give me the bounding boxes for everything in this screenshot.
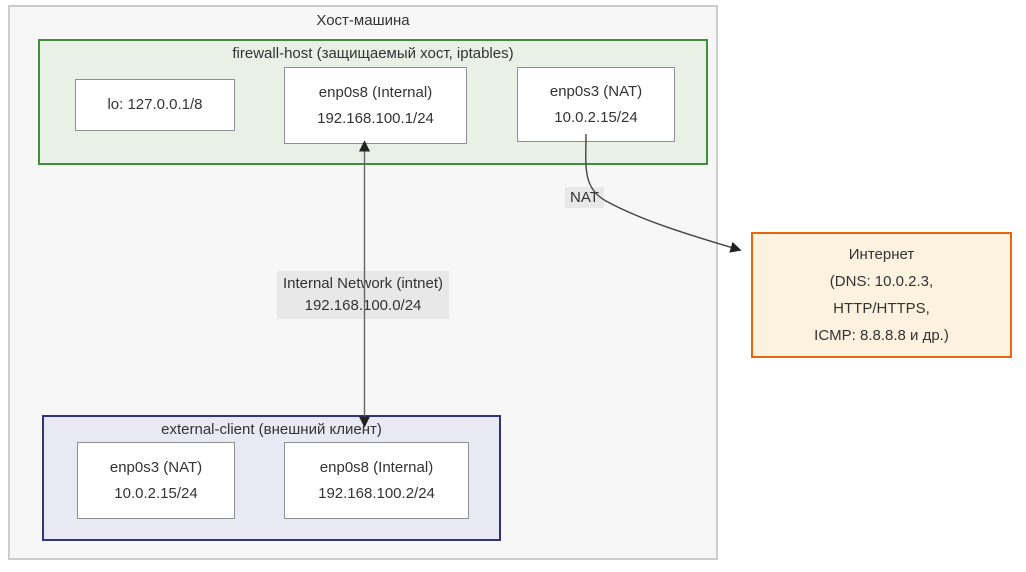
internet-box: Интернет (DNS: 10.0.2.3, HTTP/HTTPS, ICM…	[751, 232, 1012, 358]
internal-network-label-line1: Internal Network (intnet)	[282, 275, 444, 292]
internet-line-1: Интернет	[848, 246, 915, 263]
host-machine-title: Хост-машина	[316, 12, 410, 29]
node-firewall-enp0s8-ip: 192.168.100.1/24	[317, 109, 434, 127]
nat-edge-label: NAT	[565, 187, 604, 208]
firewall-host-title: firewall-host (защищаемый хост, iptables…	[232, 45, 514, 62]
node-firewall-enp0s8: enp0s8 (Internal) 192.168.100.1/24	[284, 67, 467, 144]
node-external-enp0s3-name: enp0s3 (NAT)	[109, 458, 203, 476]
external-client-title: external-client (внешний клиент)	[161, 421, 382, 438]
firewall-host-box: firewall-host (защищаемый хост, iptables…	[38, 39, 708, 165]
external-client-box: external-client (внешний клиент) enp0s3 …	[42, 415, 501, 541]
node-lo: lo: 127.0.0.1/8	[75, 79, 235, 131]
node-firewall-enp0s8-name: enp0s8 (Internal)	[318, 83, 433, 101]
node-firewall-enp0s3-ip: 10.0.2.15/24	[554, 108, 638, 126]
node-external-enp0s8: enp0s8 (Internal) 192.168.100.2/24	[284, 442, 469, 519]
node-firewall-enp0s3: enp0s3 (NAT) 10.0.2.15/24	[517, 67, 675, 142]
node-firewall-enp0s3-name: enp0s3 (NAT)	[549, 82, 643, 100]
host-machine-box: Хост-машина firewall-host (защищаемый хо…	[8, 5, 718, 560]
node-external-enp0s3: enp0s3 (NAT) 10.0.2.15/24	[77, 442, 235, 519]
node-external-enp0s3-ip: 10.0.2.15/24	[114, 484, 198, 502]
internal-network-edge-label: Internal Network (intnet) 192.168.100.0/…	[277, 271, 449, 319]
internal-network-label-line2: 192.168.100.0/24	[304, 297, 422, 314]
node-lo-label: lo: 127.0.0.1/8	[107, 96, 203, 113]
internet-line-2: (DNS: 10.0.2.3,	[829, 273, 934, 290]
node-external-enp0s8-name: enp0s8 (Internal)	[319, 458, 434, 476]
internet-line-3: HTTP/HTTPS,	[833, 300, 930, 317]
internet-line-4: ICMP: 8.8.8.8 и др.)	[814, 327, 949, 344]
node-external-enp0s8-ip: 192.168.100.2/24	[318, 484, 435, 502]
